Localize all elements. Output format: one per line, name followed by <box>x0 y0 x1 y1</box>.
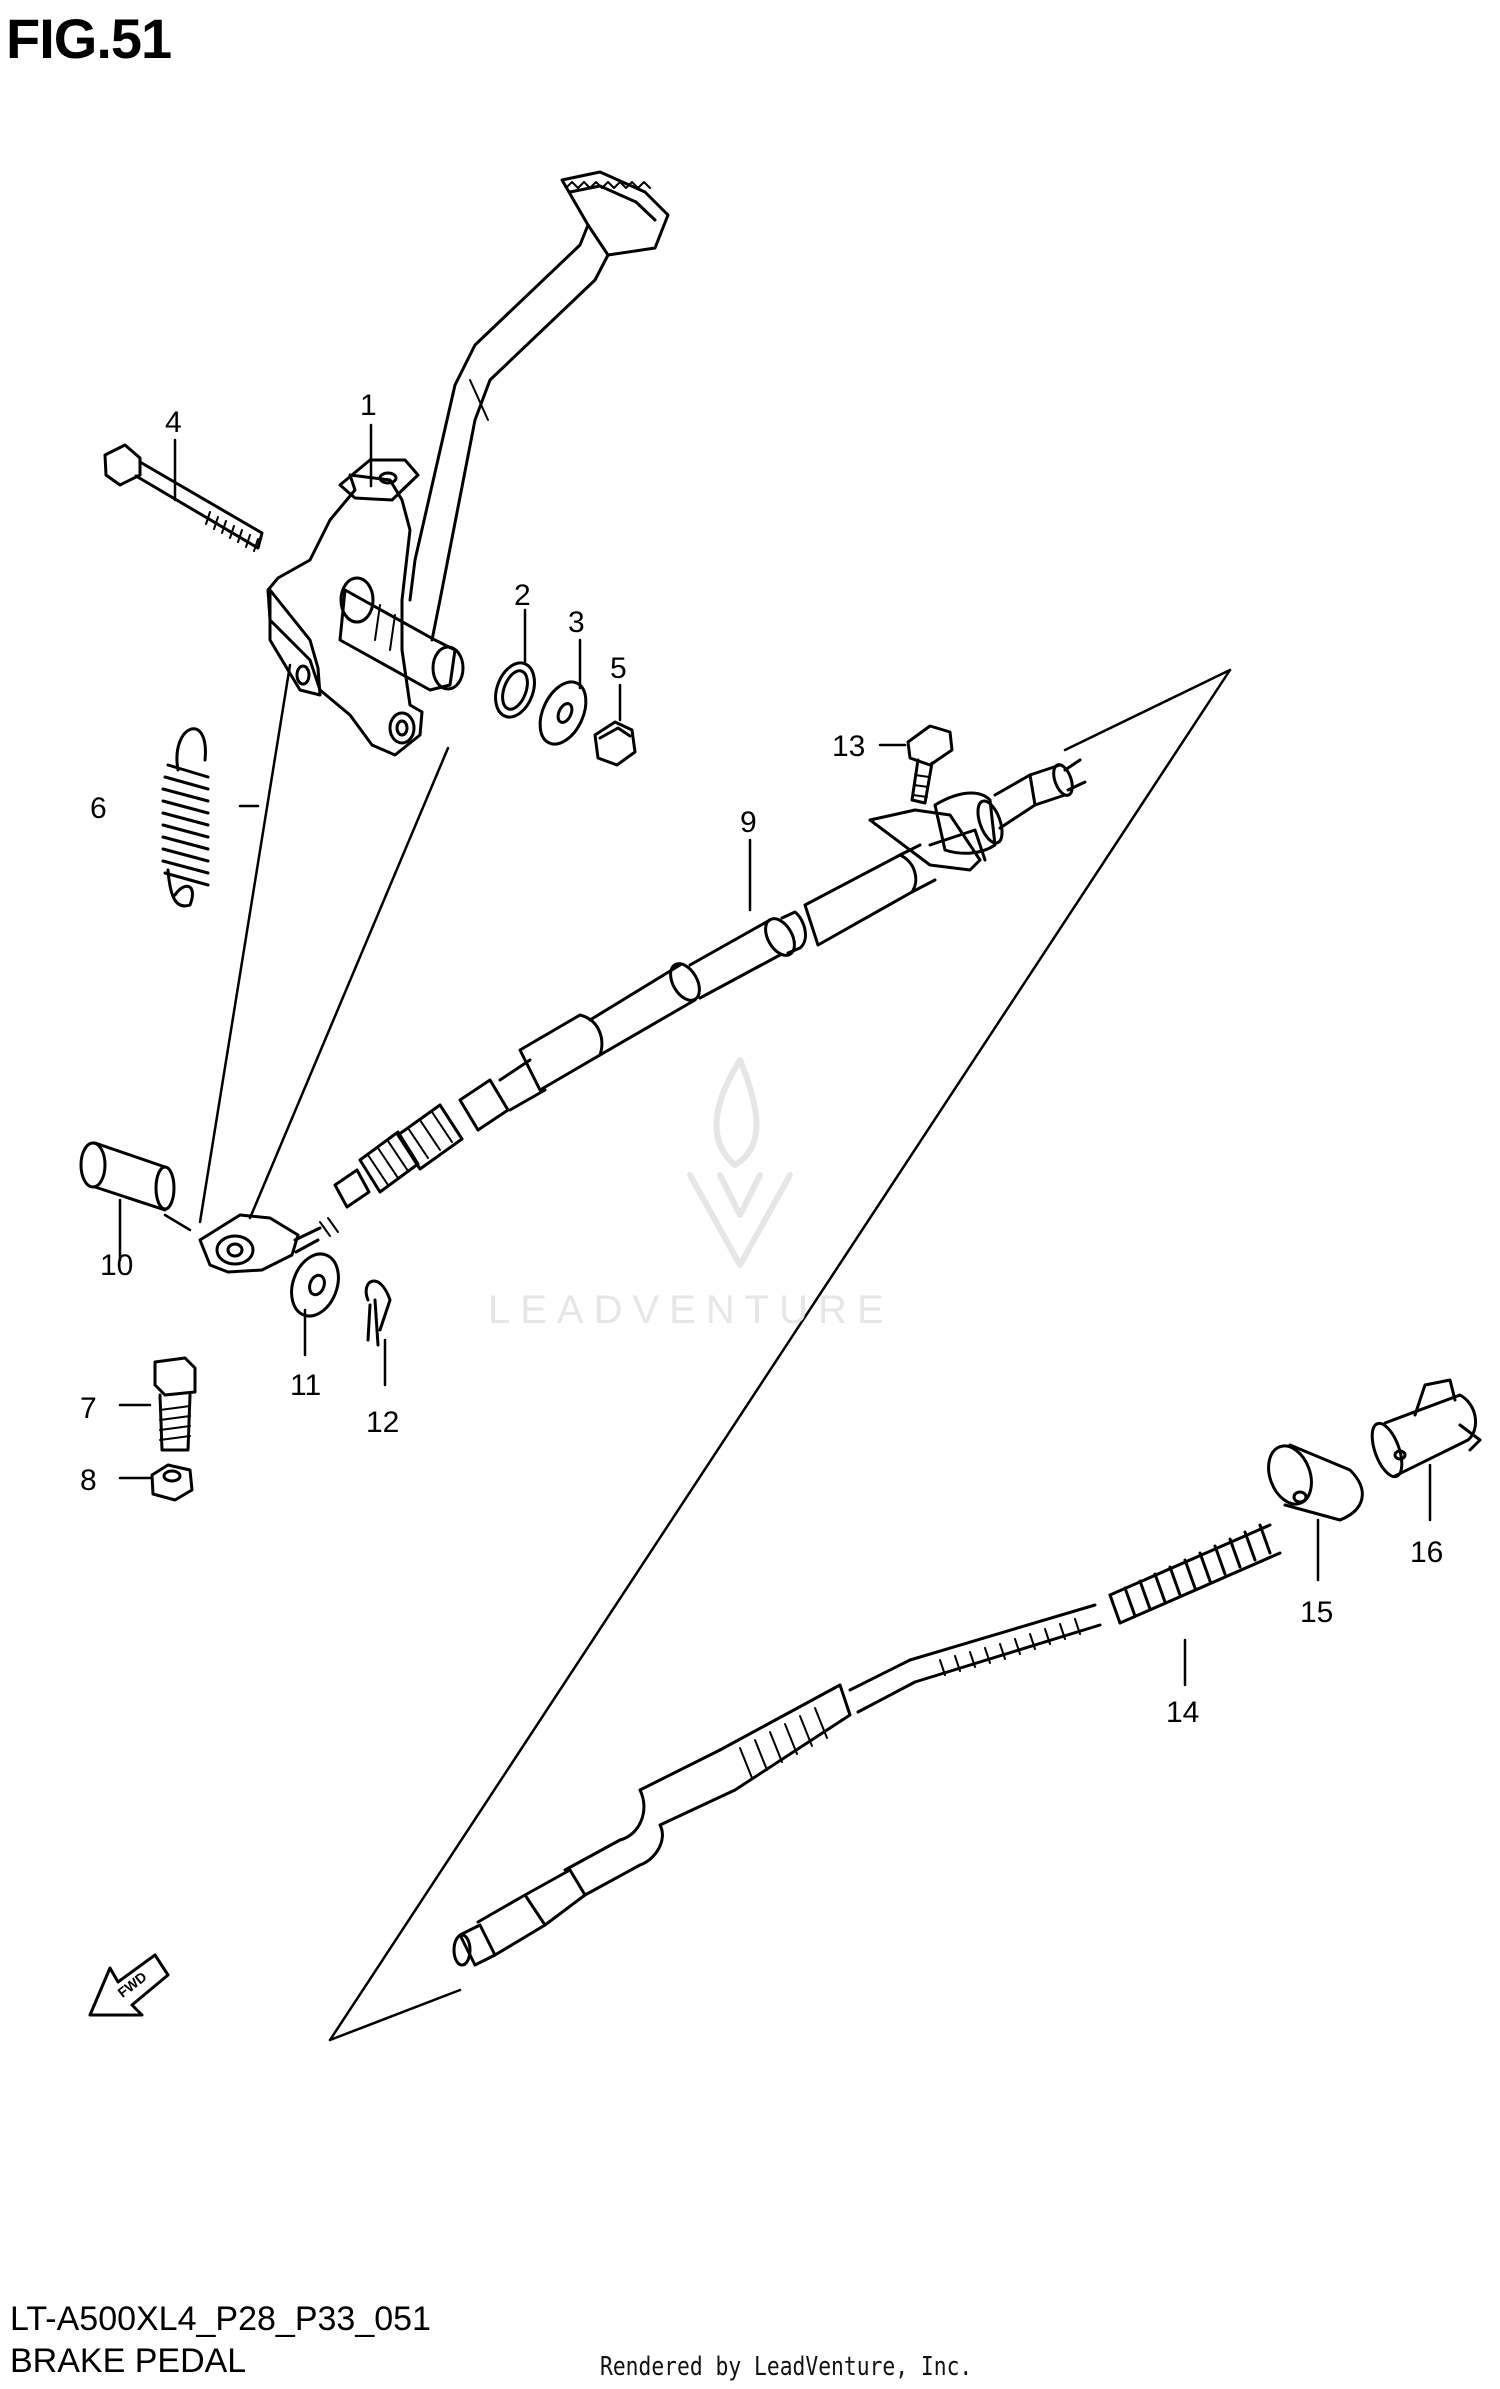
callout-15: 15 <box>1300 1596 1333 1629</box>
callout-1: 1 <box>360 389 377 422</box>
assembly-guide-lines <box>198 663 1232 2042</box>
return-spring-part <box>161 727 210 908</box>
callout-5: 5 <box>610 652 627 685</box>
brake-pedal-part <box>266 170 670 757</box>
callout-3: 3 <box>568 606 585 639</box>
callout-9: 9 <box>740 806 757 839</box>
callout-8: 8 <box>80 1464 97 1497</box>
clevis-pin-part <box>79 1141 176 1212</box>
render-credit: Rendered by LeadVenture, Inc. <box>600 2352 973 2382</box>
cotter-pin-part <box>364 1279 392 1347</box>
o-ring-part <box>494 661 536 719</box>
callout-6: 6 <box>90 792 107 825</box>
joint-part-15 <box>1267 1443 1364 1522</box>
leader-lines <box>118 423 1432 1687</box>
bolt-part-13 <box>906 724 954 805</box>
callout-16: 16 <box>1410 1536 1443 1569</box>
spring-part-14 <box>452 1523 1282 1967</box>
callout-4: 4 <box>165 406 182 439</box>
brake-cable-part <box>198 758 1087 1274</box>
nut-part-5 <box>593 720 637 767</box>
forward-arrow-icon <box>88 1953 170 2017</box>
figure-title: FIG.51 <box>6 7 172 70</box>
nut-part-8 <box>150 1463 194 1502</box>
bolt-part-7 <box>153 1356 197 1452</box>
model-code: LT-A500XL4_P28_P33_051 <box>10 2300 431 2338</box>
pivot-bolt-part <box>103 443 264 552</box>
watermark-logo <box>687 1057 793 1268</box>
callout-7: 7 <box>80 1392 97 1425</box>
watermark-text: LEADVENTURE <box>488 1288 894 1332</box>
callout-labels: 1 2 3 4 5 6 7 8 9 10 11 12 13 14 15 16 F… <box>80 389 1443 2001</box>
washer-part-11 <box>290 1252 340 1318</box>
callout-14: 14 <box>1166 1696 1199 1729</box>
cable-end-part <box>1370 1378 1482 1479</box>
section-title: BRAKE PEDAL <box>10 2342 247 2380</box>
callout-13: 13 <box>832 730 865 763</box>
callout-11: 11 <box>290 1369 321 1402</box>
callout-2: 2 <box>514 579 531 612</box>
callout-10: 10 <box>100 1249 133 1282</box>
washer-part-3 <box>538 680 588 746</box>
callout-12: 12 <box>366 1406 399 1439</box>
